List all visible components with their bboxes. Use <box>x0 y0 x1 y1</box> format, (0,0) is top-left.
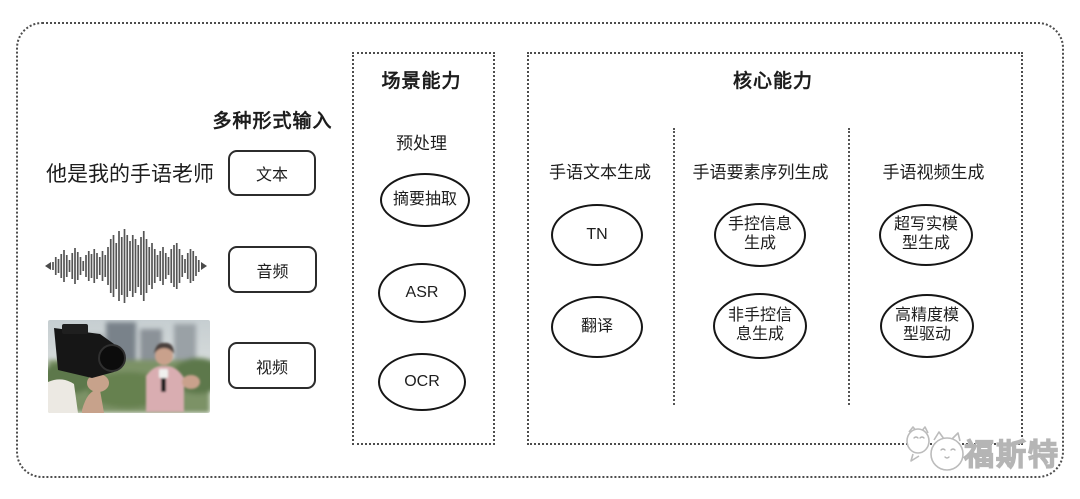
preprocess-label: 预处理 <box>396 134 447 153</box>
sample-sentence: 他是我的手语老师 <box>46 163 214 186</box>
mode-box-video: 视频 <box>228 342 316 389</box>
core-capability-box <box>527 52 1023 445</box>
audio-waveform-icon <box>45 229 207 303</box>
input-heading: 多种形式输入 <box>212 111 333 132</box>
col-header-sl-text: 手语文本生成 <box>549 163 651 182</box>
node-nonmanual-info-gen: 非手控信息生成 <box>713 293 807 359</box>
mode-box-audio: 音频 <box>228 246 317 293</box>
mode-box-audio-label: 音频 <box>256 263 289 281</box>
mascot-cats-icon <box>906 426 964 471</box>
col-header-sl-elements: 手语要素序列生成 <box>692 163 829 182</box>
node-manual-info-gen: 手控信息生成 <box>714 203 806 267</box>
node-summary-extraction: 摘要抽取 <box>380 173 470 227</box>
column-divider-2 <box>848 128 850 405</box>
node-hyperreal-model-gen: 超写实模型生成 <box>879 204 973 266</box>
node-translation: 翻译 <box>551 296 643 358</box>
mode-box-text: 文本 <box>228 150 316 196</box>
node-asr: ASR <box>378 263 466 323</box>
watermark-brand: 福斯特 <box>963 438 1060 472</box>
node-tn: TN <box>551 204 643 266</box>
scene-capability-box <box>352 52 495 445</box>
scene-title: 场景能力 <box>381 71 462 92</box>
outer-frame <box>16 22 1064 478</box>
node-ocr: OCR <box>378 353 466 411</box>
node-high-precision-drive: 高精度模型驱动 <box>880 294 974 358</box>
core-title: 核心能力 <box>732 71 813 92</box>
col-header-sl-video: 手语视频生成 <box>882 163 985 182</box>
video-frame-photo <box>48 320 210 413</box>
mode-box-text-label: 文本 <box>255 167 288 184</box>
column-divider-1 <box>673 128 675 405</box>
mode-box-video-label: 视频 <box>255 359 288 377</box>
